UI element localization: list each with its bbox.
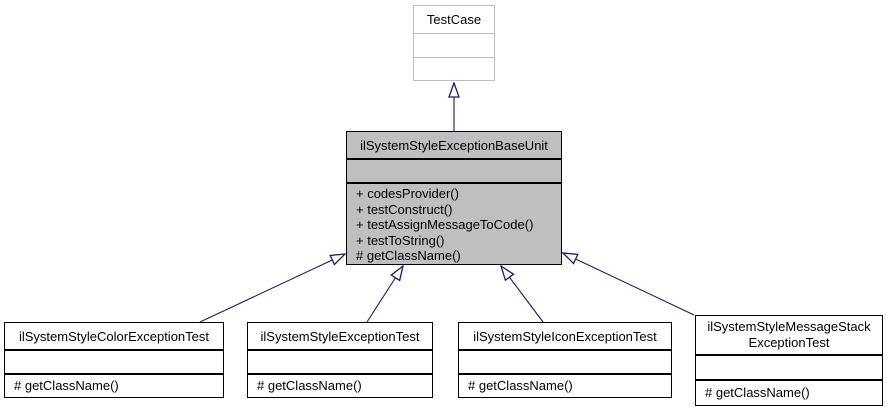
- attributes-compartment: [459, 349, 671, 373]
- attributes-compartment: [347, 158, 561, 182]
- attributes-compartment: [696, 354, 882, 379]
- class-title-line-1: ilSystemStyleMessageStack: [707, 319, 871, 334]
- class-title: ilSystemStyleMessageStack ExceptionTest: [696, 316, 882, 354]
- methods-compartment: # getClassName(): [696, 379, 882, 405]
- class-title: TestCase: [426, 12, 482, 27]
- attributes-compartment: [248, 349, 432, 373]
- class-title: ilSystemStyleExceptionTest: [260, 328, 420, 344]
- class-title: ilSystemStyleExceptionBaseUnit: [360, 137, 548, 153]
- class-node-ilsystemstylemessagestackexceptiontest[interactable]: ilSystemStyleMessageStack ExceptionTest …: [695, 315, 883, 406]
- class-node-ilsystemstyleexceptiontest[interactable]: ilSystemStyleExceptionTest # getClassNam…: [247, 322, 433, 398]
- member-method: + testConstruct(): [356, 201, 453, 217]
- member-method: # getClassName(): [705, 385, 810, 401]
- methods-compartment: # getClassName(): [248, 373, 432, 397]
- class-node-ilsystemstylecolorexceptiontest[interactable]: ilSystemStyleColorExceptionTest # getCla…: [4, 322, 224, 398]
- attributes-compartment: [5, 349, 223, 373]
- inheritance-edge-exceptiontest-to-base: [366, 266, 403, 323]
- methods-compartment: # getClassName(): [459, 373, 671, 397]
- member-method: # getClassName(): [14, 378, 119, 394]
- class-title-line-2: ExceptionTest: [748, 335, 830, 350]
- class-node-testcase: TestCase: [413, 5, 495, 81]
- attributes-compartment: [414, 33, 494, 57]
- class-node-ilsystemstyleiconexceptiontest[interactable]: ilSystemStyleIconExceptionTest # getClas…: [458, 322, 672, 398]
- class-title: ilSystemStyleColorExceptionTest: [18, 328, 210, 344]
- methods-compartment: # getClassName(): [5, 373, 223, 397]
- inheritance-edge-icontest-to-base: [501, 266, 544, 323]
- member-method: # getClassName(): [257, 378, 362, 394]
- methods-compartment: + codesProvider()+ testConstruct()+ test…: [347, 182, 561, 264]
- class-title: ilSystemStyleIconExceptionTest: [473, 328, 657, 344]
- member-method: # getClassName(): [468, 378, 573, 394]
- methods-compartment: [414, 57, 494, 80]
- inheritance-edge-messagestacktest-to-base: [563, 253, 695, 316]
- member-method: # getClassName(): [356, 248, 461, 264]
- inheritance-edge-colortest-to-base: [199, 254, 345, 323]
- member-method: + testAssignMessageToCode(): [356, 217, 534, 233]
- member-method: + codesProvider(): [356, 186, 459, 201]
- member-method: + testToString(): [356, 232, 445, 248]
- class-node-ilsystemstyleexceptionbaseunit: ilSystemStyleExceptionBaseUnit + codesPr…: [346, 131, 562, 265]
